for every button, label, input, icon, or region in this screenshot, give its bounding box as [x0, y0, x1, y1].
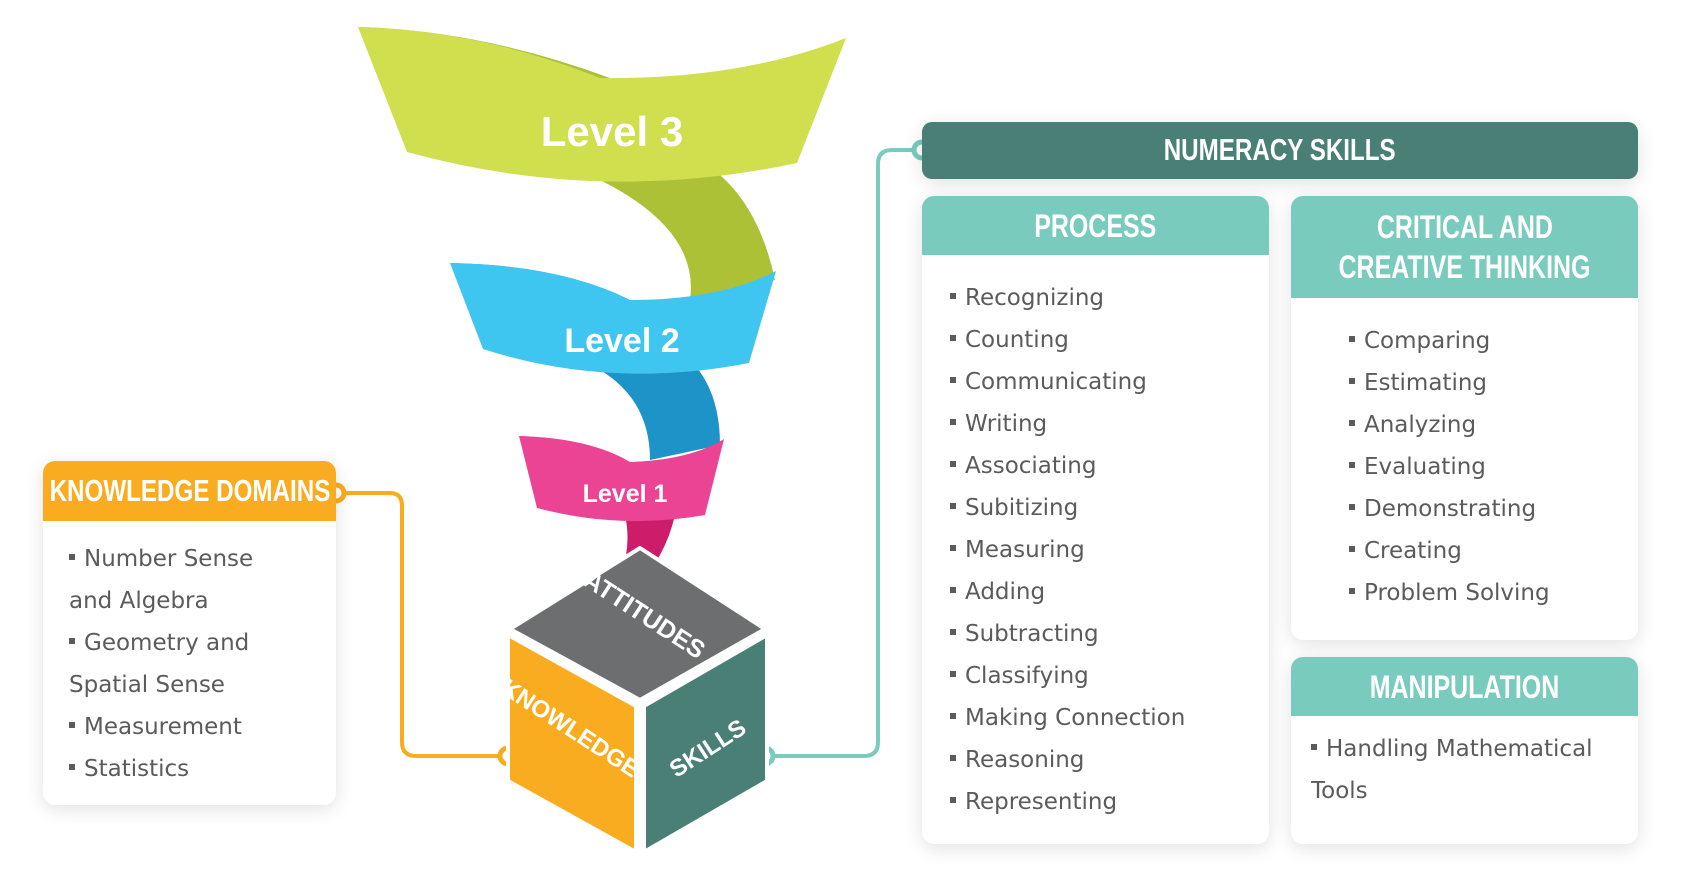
manipulation-list: Handling Mathematical Tools [1291, 716, 1638, 812]
list-item: Communicating [950, 361, 1269, 403]
cube-top-attitudes [508, 546, 767, 702]
numeracy-skills-title: NUMERACY SKILLS [1164, 132, 1396, 168]
knowledge-domains-title: KNOWLEDGE DOMAINS [49, 472, 330, 508]
list-item: Subtracting [950, 613, 1269, 655]
list-item: Demonstrating [1349, 488, 1638, 530]
level2-ribbon [450, 263, 776, 374]
list-item: Comparing [1349, 320, 1638, 362]
level2-tail [600, 360, 720, 460]
level2-label: Level 2 [564, 322, 679, 360]
cube-right-skills [642, 633, 769, 854]
list-item: Geometry and [69, 622, 336, 664]
cube-left-knowledge [506, 633, 638, 854]
list-item: Classifying [950, 655, 1269, 697]
list-item: Estimating [1349, 362, 1638, 404]
level1-ribbon [519, 436, 724, 522]
list-item: Reasoning [950, 739, 1269, 781]
knowledge-connector [336, 491, 508, 758]
list-item: Adding [950, 571, 1269, 613]
list-item: Number Sense [69, 538, 336, 580]
list-item: Recognizing [950, 277, 1269, 319]
level3-ribbon [358, 27, 846, 182]
knowledge-domains-header: KNOWLEDGE DOMAINS [43, 461, 336, 521]
list-item: Evaluating [1349, 446, 1638, 488]
list-item: Tools [1311, 778, 1368, 804]
knowledge-domains-card: KNOWLEDGE DOMAINS Number Sense and Algeb… [43, 461, 336, 805]
level1-label: Level 1 [583, 480, 668, 508]
list-item: Writing [950, 403, 1269, 445]
critical-title-line1: CRITICAL AND [1376, 209, 1553, 245]
list-item: and Algebra [69, 588, 209, 614]
list-item: Spatial Sense [69, 672, 225, 698]
list-item: Associating [950, 445, 1269, 487]
list-item: Creating [1349, 530, 1638, 572]
level3-label: Level 3 [541, 108, 683, 155]
process-card: PROCESS Recognizing Counting Communicati… [922, 196, 1269, 844]
process-title: PROCESS [1034, 207, 1157, 244]
list-item: Statistics [69, 748, 336, 790]
list-item: Analyzing [1349, 404, 1638, 446]
critical-thinking-card: CRITICAL AND CREATIVE THINKING Comparing… [1291, 196, 1638, 640]
list-item: Measuring [950, 529, 1269, 571]
manipulation-card: MANIPULATION Handling Mathematical Tools [1291, 657, 1638, 844]
critical-title-line2: CREATIVE THINKING [1338, 249, 1591, 285]
list-item: Measurement [69, 706, 336, 748]
knowledge-domains-list: Number Sense and Algebra Geometry and Sp… [43, 521, 336, 790]
manipulation-header: MANIPULATION [1291, 657, 1638, 716]
process-header: PROCESS [922, 196, 1269, 255]
critical-thinking-header: CRITICAL AND CREATIVE THINKING [1291, 196, 1638, 298]
numeracy-skills-header: NUMERACY SKILLS [922, 122, 1638, 179]
critical-thinking-list: Comparing Estimating Analyzing Evaluatin… [1291, 298, 1638, 614]
list-item: Problem Solving [1349, 572, 1638, 614]
list-item: Making Connection [950, 697, 1269, 739]
process-list: Recognizing Counting Communicating Writi… [922, 255, 1269, 823]
manipulation-title: MANIPULATION [1369, 668, 1560, 705]
level3-tail [600, 175, 775, 300]
list-item: Counting [950, 319, 1269, 361]
skills-connector [765, 148, 922, 758]
list-item: Representing [950, 781, 1269, 823]
list-item: Handling Mathematical [1311, 728, 1638, 770]
list-item: Subitizing [950, 487, 1269, 529]
